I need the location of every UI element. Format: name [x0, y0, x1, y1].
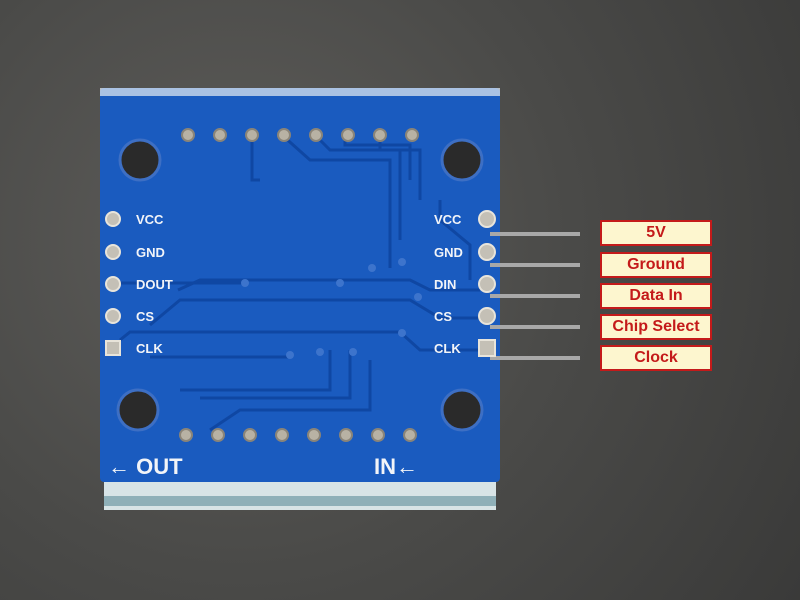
silk-right-din: DIN	[434, 277, 456, 292]
vias	[241, 258, 422, 359]
label-data-in: Data In	[600, 283, 712, 309]
silk-right-clk: CLK	[434, 341, 461, 356]
silk-in-label: IN←	[374, 454, 418, 479]
silk-left-vcc: VCC	[136, 212, 164, 227]
pcb-top-edge	[100, 88, 500, 96]
silk-right-cs: CS	[434, 309, 452, 324]
label-clock: Clock	[600, 345, 712, 371]
mounting-holes	[116, 138, 484, 432]
silk-left-cs: CS	[136, 309, 154, 324]
silk-left-gnd: GND	[136, 245, 165, 260]
silk-left-clk: CLK	[136, 341, 163, 356]
header-pins	[490, 232, 580, 360]
silk-left-dout: DOUT	[136, 277, 173, 292]
traces	[110, 133, 480, 432]
silk-out-label: ← OUT	[108, 454, 183, 479]
led-matrix-shadow	[104, 496, 496, 506]
label-ground: Ground	[600, 252, 712, 278]
label-5v: 5V	[600, 220, 712, 246]
label-chip-select: Chip Select	[600, 314, 712, 340]
silk-right-gnd: GND	[434, 245, 463, 260]
silk-right-vcc: VCC	[434, 212, 462, 227]
header-pads	[105, 210, 496, 357]
matrix-pads	[179, 128, 419, 442]
